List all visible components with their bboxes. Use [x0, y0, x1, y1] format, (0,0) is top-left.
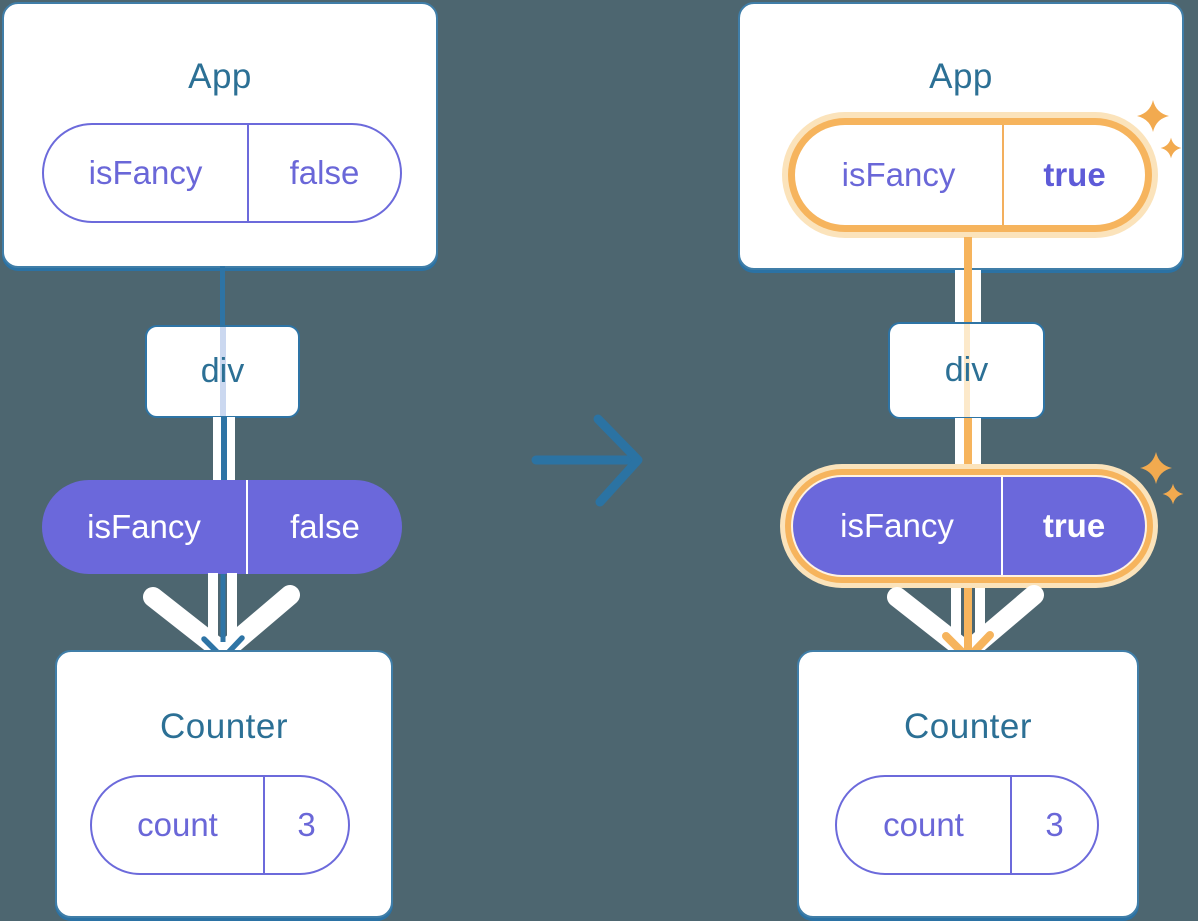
- sparkle-icon: [1137, 100, 1182, 159]
- left-prop-pipe: [213, 417, 235, 482]
- prop-name: isFancy: [88, 154, 203, 191]
- right-counter-card: Counter count 3: [797, 650, 1139, 918]
- state-name: count: [883, 806, 964, 843]
- left-app-prop-pill: isFancy false: [42, 123, 402, 223]
- right-passed-prop-pill-highlighted: isFancy true: [793, 477, 1145, 575]
- left-tree-line: [220, 266, 225, 326]
- state-name: count: [137, 806, 218, 843]
- right-prop-pipe: [955, 418, 981, 466]
- left-counter-state-pill: count 3: [90, 775, 350, 875]
- prop-value: true: [1001, 477, 1145, 575]
- state-value: 3: [1010, 777, 1097, 873]
- right-counter-state-pill: count 3: [835, 775, 1099, 875]
- right-arrow-white-bar: [975, 588, 985, 642]
- left-arrow-white-bar: [208, 573, 218, 641]
- prop-name: isFancy: [87, 508, 201, 545]
- sparkle-icon: [1140, 452, 1184, 505]
- left-div-faint-line: [219, 327, 226, 416]
- right-prop-line: [964, 237, 972, 270]
- right-prop-pipe: [955, 270, 981, 325]
- right-div-label: div: [944, 351, 989, 389]
- right-app-title: App: [929, 57, 993, 96]
- left-app-title: App: [188, 57, 252, 96]
- left-div-node: div: [145, 325, 300, 418]
- prop-value: true: [1002, 125, 1145, 225]
- state-value: 3: [263, 777, 348, 873]
- left-counter-title: Counter: [159, 707, 289, 746]
- prop-name: isFancy: [841, 156, 956, 193]
- right-div-faint-line: [963, 324, 970, 417]
- right-arrow-white-bar: [951, 588, 961, 642]
- prop-value: false: [246, 480, 402, 574]
- left-passed-prop-pill: isFancy false: [42, 480, 402, 574]
- left-div-label: div: [200, 352, 245, 390]
- prop-name: isFancy: [840, 507, 954, 544]
- transition-arrow-icon: [531, 414, 643, 507]
- right-counter-title: Counter: [903, 707, 1033, 746]
- left-prop-pipe-core: [221, 417, 227, 482]
- right-prop-pipe-core: [964, 418, 972, 466]
- left-counter-card: Counter count 3: [55, 650, 393, 918]
- right-prop-pipe-core: [964, 270, 972, 325]
- right-app-prop-pill-highlighted: isFancy true: [795, 125, 1145, 225]
- right-div-node: div: [888, 322, 1045, 419]
- left-arrow-white-bar: [227, 573, 237, 641]
- prop-value: false: [247, 125, 400, 221]
